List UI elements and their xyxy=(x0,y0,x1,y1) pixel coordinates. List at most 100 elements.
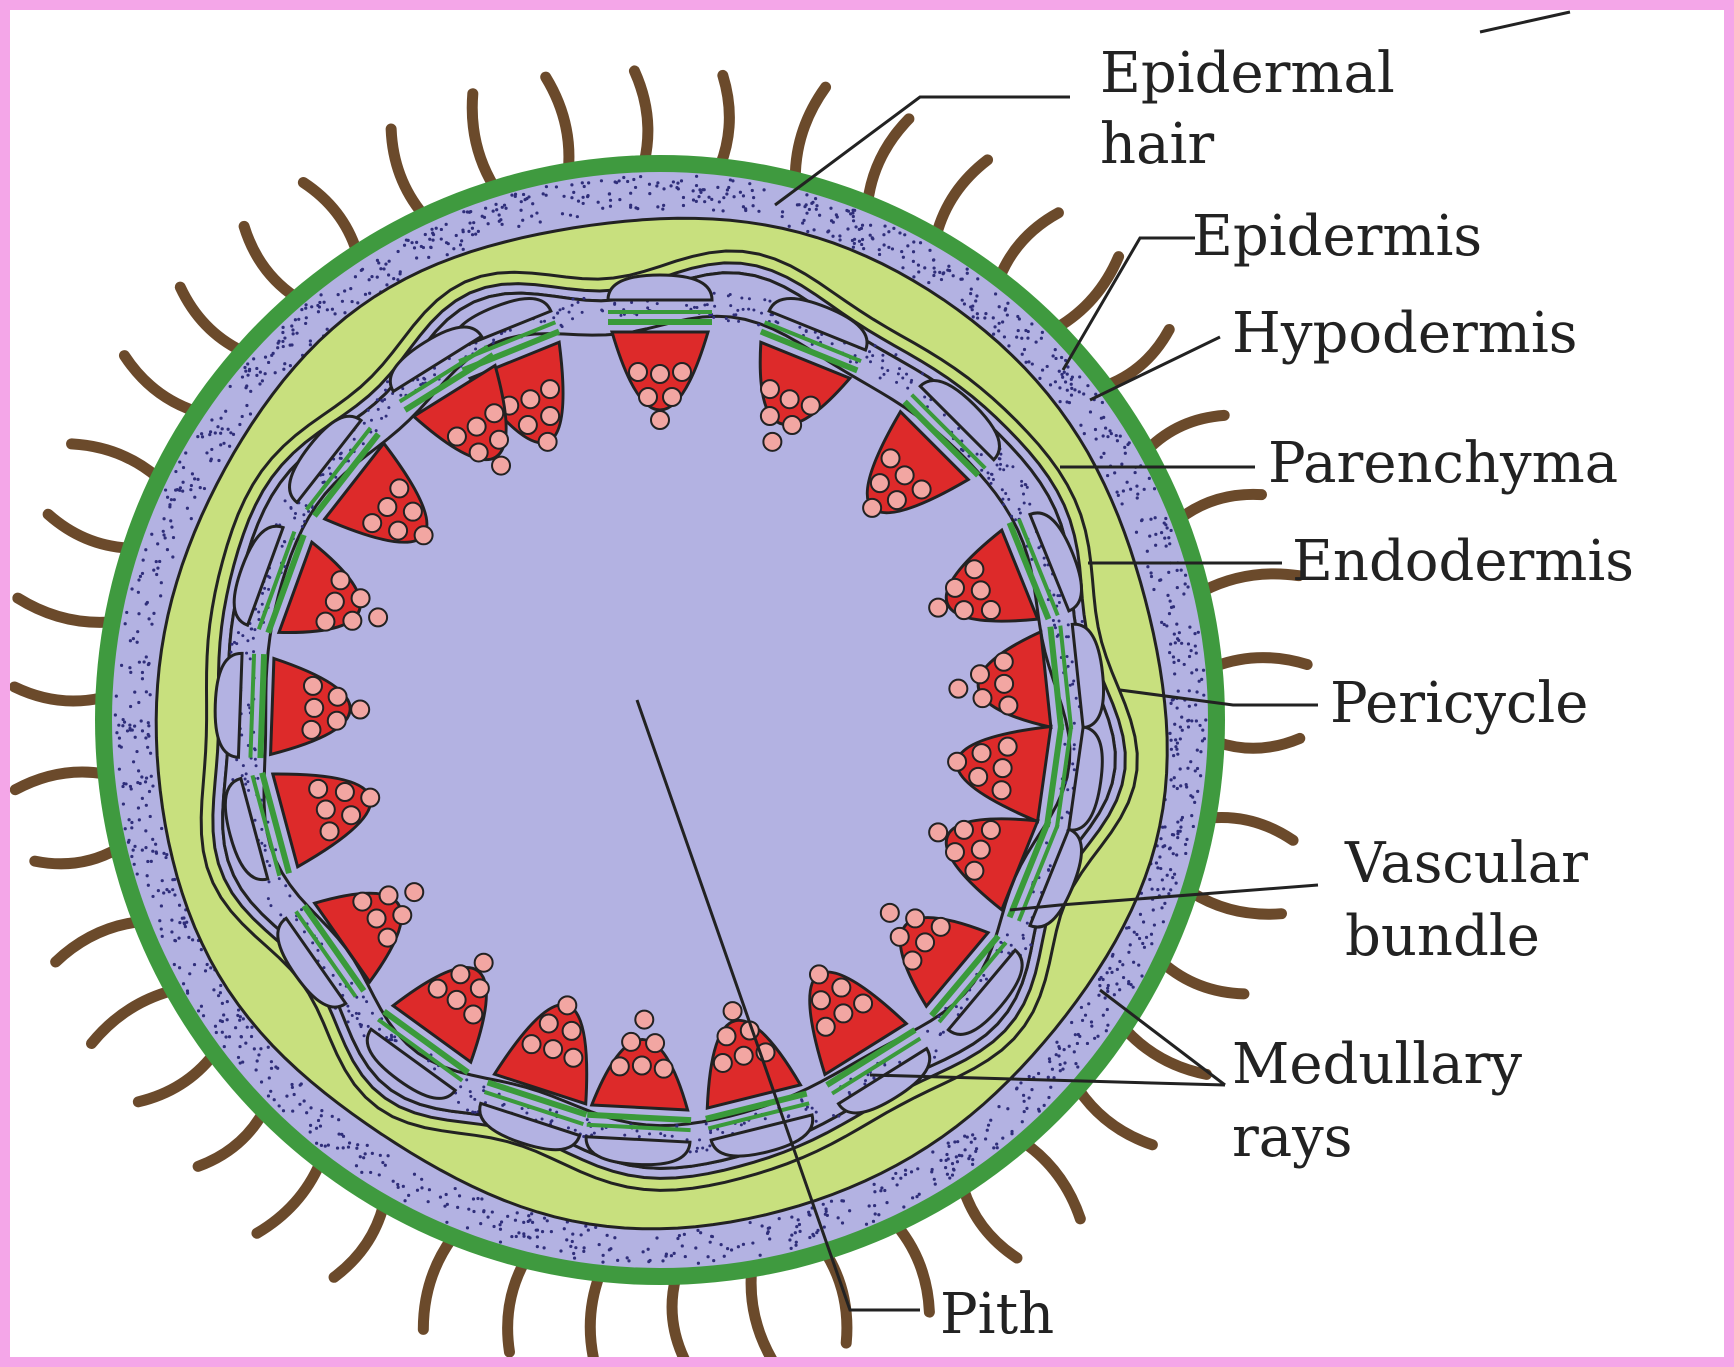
stipple-dot xyxy=(178,460,181,463)
stipple-dot xyxy=(545,185,548,188)
stipple-dot xyxy=(260,1080,263,1083)
stipple-dot xyxy=(1156,866,1159,869)
stipple-dot xyxy=(971,308,974,311)
stipple-dot xyxy=(1164,523,1167,526)
stipple-dot xyxy=(359,1155,362,1158)
stipple-dot xyxy=(1052,594,1055,597)
stipple-dot xyxy=(1176,706,1179,709)
stipple-dot xyxy=(984,312,987,315)
stipple-dot xyxy=(1027,330,1030,333)
stipple-dot xyxy=(795,1225,798,1228)
stipple-dot xyxy=(976,312,979,315)
stipple-dot xyxy=(486,1216,489,1219)
stipple-dot xyxy=(788,225,791,228)
stipple-dot xyxy=(1202,694,1205,697)
stipple-dot xyxy=(1069,684,1072,687)
stipple-dot xyxy=(912,275,915,278)
stipple-dot xyxy=(1067,623,1070,626)
epidermal-hair xyxy=(391,129,423,215)
stipple-dot xyxy=(1189,794,1192,797)
xylem-vessel xyxy=(655,1060,673,1078)
stipple-dot xyxy=(1118,960,1121,963)
stipple-dot xyxy=(129,671,132,674)
stipple-dot xyxy=(1043,557,1046,560)
stipple-dot xyxy=(808,1213,811,1216)
stipple-dot xyxy=(130,821,133,824)
stipple-dot xyxy=(241,634,244,637)
stipple-dot xyxy=(963,302,966,305)
stipple-dot xyxy=(1104,996,1107,999)
stipple-dot xyxy=(911,1196,914,1199)
stipple-dot xyxy=(663,1134,666,1137)
stipple-dot xyxy=(326,308,329,311)
xylem-vessel xyxy=(999,738,1017,756)
stipple-dot xyxy=(446,1203,449,1206)
stipple-dot xyxy=(231,643,234,646)
stipple-dot xyxy=(1058,386,1061,389)
stipple-dot xyxy=(729,304,732,307)
stipple-dot xyxy=(150,623,153,626)
stipple-dot xyxy=(801,221,804,224)
stipple-dot xyxy=(947,1145,950,1148)
stipple-dot xyxy=(552,316,555,319)
stipple-dot xyxy=(1190,719,1193,722)
stipple-dot xyxy=(331,1115,334,1118)
stipple-dot xyxy=(1194,769,1197,772)
stipple-dot xyxy=(989,1119,992,1122)
stipple-dot xyxy=(137,612,140,615)
stipple-dot xyxy=(1129,943,1132,946)
stipple-dot xyxy=(1106,987,1109,990)
stipple-dot xyxy=(1173,776,1176,779)
stipple-dot xyxy=(1041,368,1044,371)
epidermal-hair xyxy=(244,226,296,297)
stipple-dot xyxy=(1002,503,1005,506)
stipple-dot xyxy=(276,1067,279,1070)
stipple-dot xyxy=(254,819,257,822)
xylem-vessel xyxy=(448,991,466,1009)
stipple-dot xyxy=(1089,410,1092,413)
stipple-dot xyxy=(269,904,272,907)
stipple-dot xyxy=(531,1221,534,1224)
stipple-dot xyxy=(892,227,895,230)
stipple-dot xyxy=(803,205,806,208)
xylem-vessel xyxy=(317,801,335,819)
stipple-dot xyxy=(838,238,841,241)
epidermal-hair xyxy=(14,687,102,701)
stipple-dot xyxy=(812,228,815,231)
stipple-dot xyxy=(289,344,292,347)
stipple-dot xyxy=(725,192,728,195)
stipple-dot xyxy=(705,1148,708,1151)
stipple-dot xyxy=(655,184,658,187)
stipple-dot xyxy=(530,1212,533,1215)
stipple-dot xyxy=(878,248,881,251)
stipple-dot xyxy=(861,224,864,227)
stipple-dot xyxy=(971,1133,974,1136)
stipple-dot xyxy=(1154,544,1157,547)
stipple-dot xyxy=(142,559,145,562)
stipple-dot xyxy=(1006,933,1009,936)
stipple-dot xyxy=(1010,1130,1013,1133)
stipple-dot xyxy=(760,1224,763,1227)
stipple-dot xyxy=(581,181,584,184)
stipple-dot xyxy=(382,267,385,270)
stipple-dot xyxy=(267,588,270,591)
stipple-dot xyxy=(1145,936,1148,939)
stipple-dot xyxy=(268,1076,271,1079)
stipple-dot xyxy=(1095,437,1098,440)
stipple-dot xyxy=(129,639,132,642)
stipple-dot xyxy=(801,1100,804,1103)
stipple-dot xyxy=(141,671,144,674)
stipple-dot xyxy=(1015,1087,1018,1090)
stipple-dot xyxy=(283,362,286,365)
stipple-dot xyxy=(241,774,244,777)
xylem-vessel xyxy=(363,514,381,532)
stipple-dot xyxy=(278,877,281,880)
stipple-dot xyxy=(1169,642,1172,645)
stipple-dot xyxy=(696,1229,699,1232)
stipple-dot xyxy=(299,1084,302,1087)
stipple-dot xyxy=(182,466,185,469)
xylem-vessel xyxy=(854,994,872,1012)
stipple-dot xyxy=(996,1146,999,1149)
stipple-dot xyxy=(871,354,874,357)
